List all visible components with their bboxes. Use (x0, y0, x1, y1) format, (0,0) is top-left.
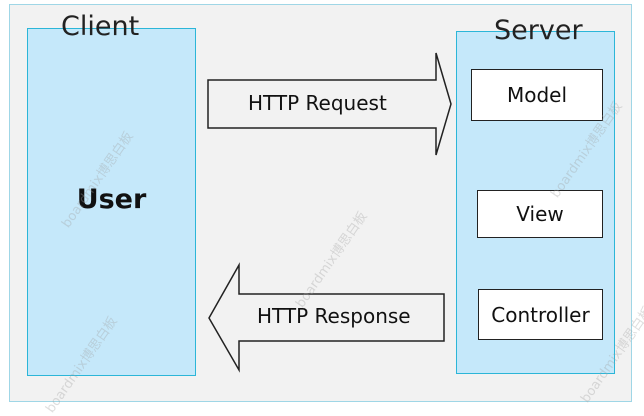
model-box: Model (471, 69, 603, 121)
http-request-label: HTTP Request (248, 91, 387, 115)
http-request-arrow (207, 52, 452, 156)
http-response-label: HTTP Response (257, 304, 411, 328)
view-box: View (477, 190, 603, 238)
http-response-arrow (208, 262, 445, 373)
controller-box: Controller (478, 289, 603, 340)
user-label: User (76, 184, 147, 215)
client-title: Client (61, 11, 140, 42)
client-panel (27, 28, 196, 376)
server-title: Server (494, 15, 583, 46)
